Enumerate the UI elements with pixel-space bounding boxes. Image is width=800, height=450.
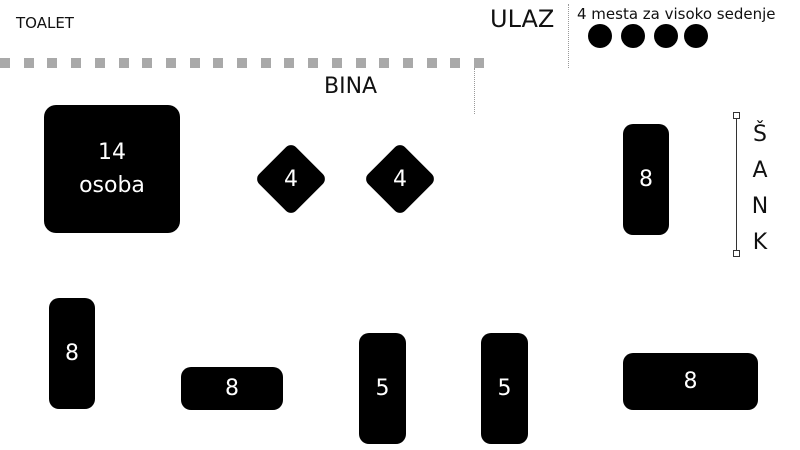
stage-dash (260, 58, 271, 68)
stage-dash (189, 58, 200, 68)
entrance-label: ULAZ (490, 5, 555, 33)
stage-dash (213, 58, 224, 68)
bar-letter: K (752, 230, 768, 255)
bar-letter: A (752, 158, 768, 183)
table-diamond-2-label: 4 (393, 166, 407, 192)
table-bottom-right[interactable]: 8 (623, 353, 758, 410)
high-stool[interactable] (621, 24, 645, 48)
table-left-tall[interactable]: 8 (49, 298, 95, 409)
bar-letter: N (751, 194, 769, 219)
stage-dash (379, 58, 390, 68)
table-bottom-5b[interactable]: 5 (481, 333, 528, 444)
stage-dash (402, 58, 413, 68)
stage-side-divider (474, 68, 475, 114)
high-stool[interactable] (654, 24, 678, 48)
table-bottom-5a[interactable]: 5 (359, 333, 406, 444)
stage-dash (71, 58, 82, 68)
toilet-label: TOALET (16, 14, 74, 32)
high-seating-label: 4 mesta za visoko sedenje (577, 5, 776, 23)
stage-label: BINA (324, 74, 378, 99)
stage-dash (426, 58, 437, 68)
stage-dash (284, 58, 295, 68)
stage-dash (450, 58, 461, 68)
table-diamond-1-label: 4 (284, 166, 298, 192)
stage-dash (142, 58, 153, 68)
table-bottom-wide[interactable]: 8 (181, 367, 283, 410)
stage-dash (23, 58, 34, 68)
stage-dash (237, 58, 247, 68)
bar-counter-line (736, 115, 737, 253)
bar-counter-endpoint (733, 250, 740, 257)
stage-dash (331, 58, 342, 68)
stage-dash (308, 58, 319, 68)
high-stool[interactable] (684, 24, 708, 48)
table-seat-count: 14 (98, 140, 126, 165)
bar-letter: Š (753, 122, 767, 147)
stage-dash (0, 58, 10, 68)
table-right-tall[interactable]: 8 (623, 124, 669, 235)
entrance-divider (568, 4, 569, 68)
stage-dash (47, 58, 58, 68)
stage-dash (165, 58, 176, 68)
stage-dash (118, 58, 129, 68)
stage-dash (355, 58, 366, 68)
stage-dash (94, 58, 105, 68)
stage-dash (474, 58, 484, 68)
bar-counter-endpoint (733, 112, 740, 119)
table-large-14[interactable]: 14 osoba (44, 105, 180, 233)
table-seat-unit: osoba (79, 173, 145, 198)
high-stool[interactable] (588, 24, 612, 48)
bar-label: Š A N K (750, 117, 770, 261)
